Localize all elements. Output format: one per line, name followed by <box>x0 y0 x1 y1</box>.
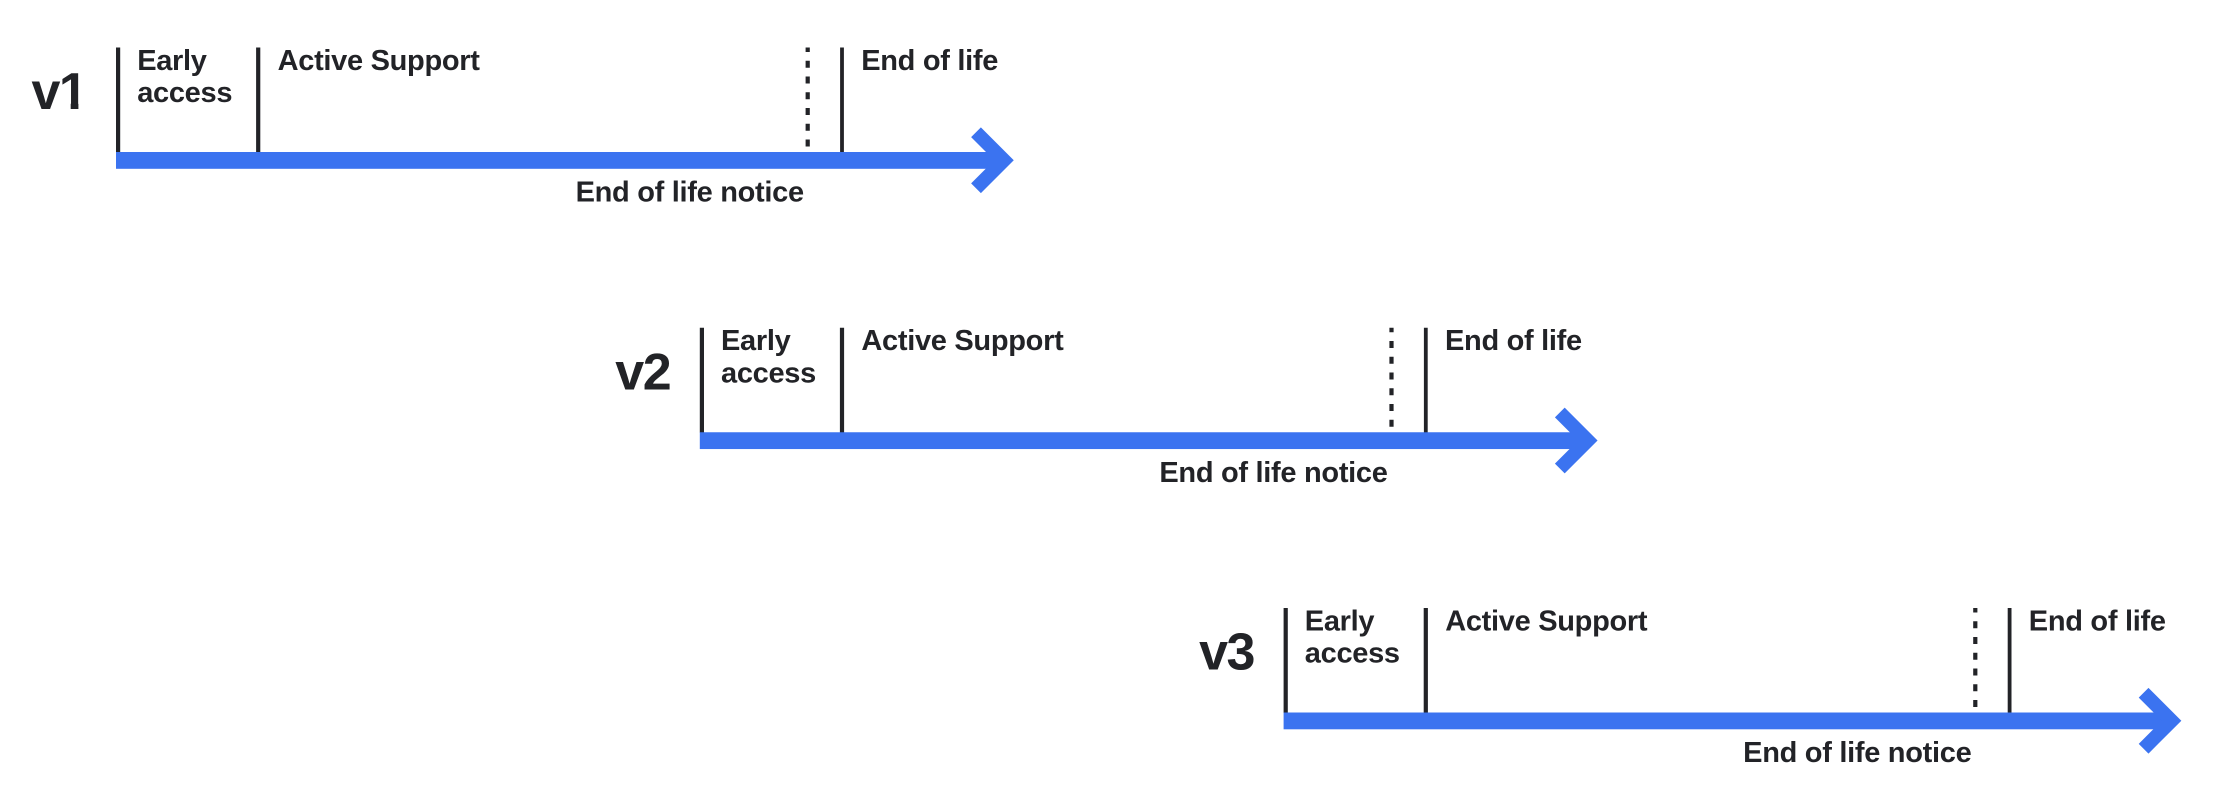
svg-text:v2: v2 <box>615 343 670 401</box>
svg-text:v1: v1 <box>32 63 87 121</box>
svg-text:v3: v3 <box>1199 624 1254 682</box>
